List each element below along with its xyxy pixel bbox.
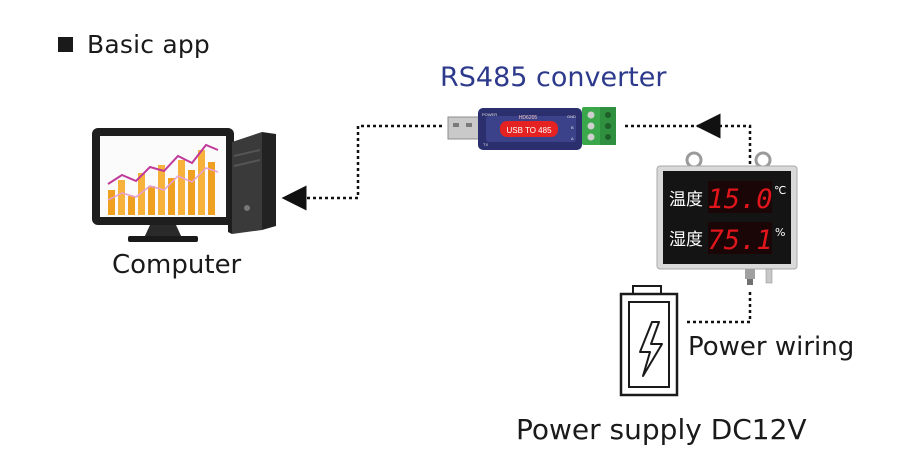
- converter-red-badge: [500, 121, 558, 137]
- connection-lines: [281, 113, 752, 324]
- converter-small-label: GND: [567, 114, 576, 119]
- led-display-device: 温度 15.0 ℃ 湿度 75.1 %: [656, 151, 798, 285]
- temp-label: 温度: [669, 190, 703, 210]
- lightning-bolt-icon: [639, 321, 663, 377]
- humidity-label: 湿度: [669, 230, 703, 250]
- humidity-value: 75.1: [707, 225, 772, 256]
- converter-small-label: POWER: [482, 112, 497, 117]
- converter-small-label: A: [571, 136, 574, 141]
- power-wiring-label: Power wiring: [688, 332, 855, 362]
- power-wiring-line: [684, 292, 752, 324]
- computer-label: Computer: [112, 250, 242, 280]
- temp-value: 15.0: [707, 184, 772, 215]
- section-heading: Basic app: [58, 30, 210, 59]
- pc-tower: [232, 132, 262, 234]
- humidity-unit: %: [775, 226, 785, 239]
- converter-title: RS485 converter: [440, 62, 667, 93]
- converter-small-label: B: [571, 125, 574, 130]
- usb-plug: [447, 116, 481, 140]
- battery-icon: [619, 285, 679, 397]
- temp-unit: ℃: [774, 184, 786, 197]
- converter-model-text: HD6205: [519, 115, 538, 121]
- converter-body-text: USB TO 485: [506, 126, 552, 135]
- section-title: Basic app: [87, 30, 210, 59]
- converter-small-label: TX: [483, 142, 488, 147]
- bullet-square-icon: [58, 37, 73, 52]
- data-link-to-computer: [281, 124, 442, 211]
- rs485-converter-device: USB TO 485 HD6205 POWER TX GND B A: [447, 107, 616, 150]
- computer-icon: [92, 128, 276, 242]
- power-supply-label: Power supply DC12V: [516, 413, 807, 446]
- rs485-link-from-display: [695, 113, 752, 164]
